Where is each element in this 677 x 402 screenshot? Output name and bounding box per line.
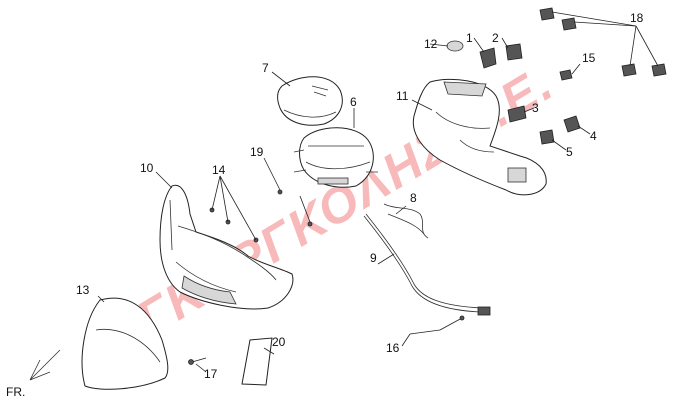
bolts-18-part — [539, 7, 667, 77]
screws-19-part — [263, 157, 313, 227]
callout-2-label: 2 — [492, 31, 499, 45]
direction-arrow-icon — [29, 349, 61, 381]
callout-7-label: 7 — [262, 61, 269, 75]
callout-19-label: 19 — [250, 145, 264, 159]
callout-15-label: 15 — [582, 51, 596, 65]
screw-15-part — [559, 63, 581, 81]
direction-label: FR. — [6, 385, 25, 399]
screws-14-part — [209, 175, 259, 243]
meter-cover-part — [277, 76, 343, 126]
decal-card-part — [241, 337, 273, 386]
callout-18-label: 18 — [630, 11, 644, 25]
callout-9-label: 9 — [370, 251, 377, 265]
callout-20-label: 20 — [272, 335, 286, 349]
cable-9-part — [363, 213, 491, 316]
windscreen-part — [81, 297, 169, 390]
callout-12-label: 12 — [424, 37, 438, 51]
callout-3-label: 3 — [532, 101, 539, 115]
screw-17-part — [188, 357, 207, 365]
switch-5-part — [539, 129, 555, 145]
callout-13-label: 13 — [76, 283, 90, 297]
switch-4-part — [563, 115, 581, 133]
switch-1-part — [473, 37, 497, 69]
callout-14-label: 14 — [212, 163, 226, 177]
callout-5-label: 5 — [566, 145, 573, 159]
switch-2-part — [501, 37, 523, 61]
callout-6-label: 6 — [350, 95, 357, 109]
wiring-8-part — [383, 203, 429, 239]
leader-lines — [97, 43, 591, 373]
callout-11-label: 11 — [396, 89, 409, 103]
callout-4-label: 4 — [590, 129, 597, 143]
cap-12-part — [446, 40, 464, 52]
callout-8-label: 8 — [410, 191, 417, 205]
callout-17-label: 17 — [204, 367, 218, 381]
handlebar-cover-part — [411, 78, 547, 196]
cable-tie-16-part — [409, 315, 465, 335]
callout-1-label: 1 — [466, 31, 473, 45]
switch-3-part — [507, 105, 527, 123]
meter-assembly-part — [293, 108, 378, 188]
callout-16-label: 16 — [386, 341, 400, 355]
callout-10-label: 10 — [140, 161, 154, 175]
front-cover-part — [159, 184, 294, 310]
